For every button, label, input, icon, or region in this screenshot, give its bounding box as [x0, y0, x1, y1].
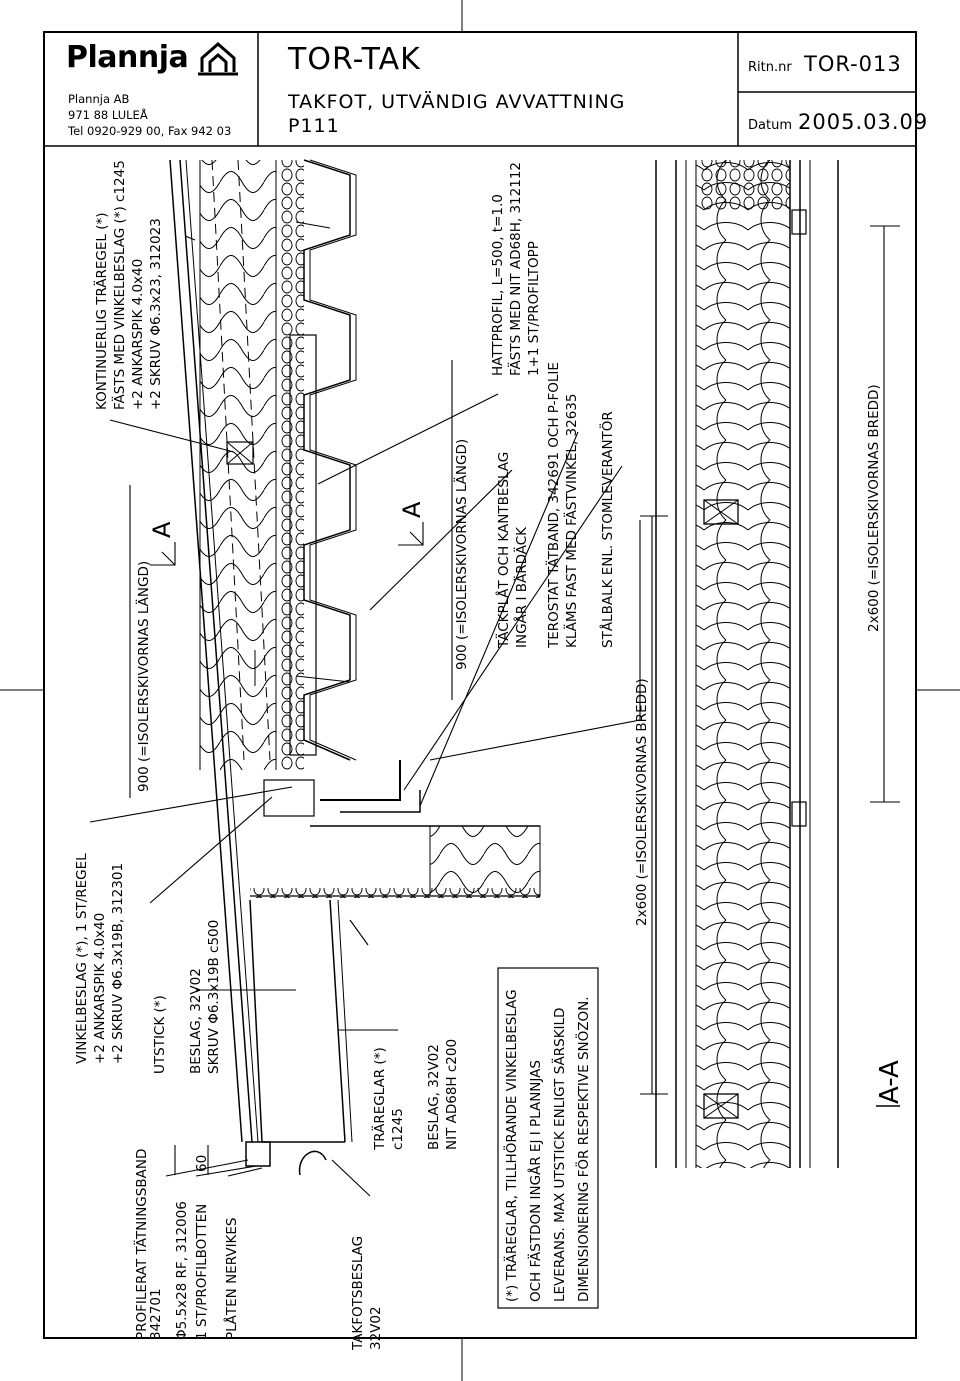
label-hattprofil-2: FÄSTS MED NIT AD68H, 312112 — [506, 162, 524, 376]
drawing-number-label: Ritn.nr — [748, 60, 792, 75]
label-kontinuerlig-2: FÄSTS MED VINKELBESLAG (*) c1245 — [110, 160, 128, 410]
drawing-frame — [43, 31, 917, 1339]
label-hattprofil-3: 1+1 ST/PROFILTOPP — [526, 241, 542, 376]
note-line-2: OCH FÄSTDON INGÅR EJ I PLANNJAS — [526, 1060, 544, 1302]
leader-lines — [89, 360, 641, 1197]
drawing-subtitle-2: P111 — [288, 115, 340, 137]
label-trareglar-1: TRÄREGLAR (*) — [370, 1047, 388, 1151]
company-phone: Tel 0920-929 00, Fax 942 03 — [68, 124, 232, 138]
note-line-4: DIMENSIONERING FÖR RESPEKTIVE SNÖZON. — [574, 996, 592, 1302]
label-tackplat-2: INGÅR I BÄRDÄCK — [512, 526, 530, 648]
label-skruv55-1: Φ5.5x28 RF, 312006 — [174, 1201, 190, 1340]
label-utstick: UTSTICK (*) — [152, 995, 168, 1074]
drawing-title: TOR-TAK — [288, 42, 421, 77]
label-kontinuerlig-1: KONTINUERLIG TRÄREGEL (*) — [92, 212, 110, 410]
label-section-a-mid: A — [398, 501, 426, 518]
label-terostat-1: TEROSTAT TÄTBAND, 342691 OCH P-FOLIE — [544, 362, 562, 649]
label-beslag-3: BESLAG, 32V02 — [426, 1044, 442, 1150]
label-hattprofil-1: HATTPROFIL, L=500, t=1.0 — [490, 194, 506, 376]
label-section-a-top: A — [148, 521, 176, 538]
label-takfot-1: TAKFOTSBESLAG — [350, 1236, 366, 1351]
label-dim-60: 60 — [194, 1155, 210, 1172]
label-beslag-2: SKRUV Φ6.3x19B c500 — [206, 920, 222, 1074]
label-beslag-1: BESLAG, 32V02 — [188, 968, 204, 1074]
eaves-detail — [169, 159, 541, 1176]
label-dim-2x600-b: 2x600 (=ISOLERSKIVORNAS BREDD) — [866, 384, 882, 632]
label-trareglar-2: c1245 — [390, 1108, 406, 1150]
company-name: Plannja AB — [68, 92, 130, 106]
label-vinkel-2: +2 ANKARSPIK 4.0x40 — [92, 913, 108, 1064]
annotation-text: PROFILERAT TÄTNINGSBAND 342701 Φ5.5x28 R… — [74, 160, 905, 1351]
note-line-1: (*) TRÄREGLAR, TILLHÖRANDE VINKELBESLAG — [502, 989, 520, 1302]
company-address: 971 88 LULEÅ — [68, 108, 148, 122]
label-vinkel-1: VINKELBESLAG (*), 1 ST/REGEL — [74, 853, 90, 1064]
label-terostat-2: KLÄMS FAST MED FÄSTVINKEL, 32635 — [562, 394, 580, 648]
title-block — [44, 32, 916, 147]
note-box — [497, 967, 599, 1309]
label-platen: PLÅTEN NERVIKES — [223, 1217, 240, 1340]
drawing-date: 2005.03.09 — [798, 110, 929, 134]
label-kontinuerlig-4: +2 SKRUV Φ6.3x23, 312023 — [148, 218, 164, 410]
label-section-aa: A-A — [875, 1060, 905, 1104]
label-dim-900-b: 900 (=ISOLERSKIVORNAS LÄNGD) — [452, 439, 470, 670]
drawing-number: TOR-013 — [804, 52, 902, 76]
label-profilerat-2: 342701 — [148, 1288, 164, 1340]
label-tackplat-1: TÄCKPLÅT OCH KANTBESLAG — [494, 452, 512, 649]
date-label: Datum — [748, 118, 792, 133]
label-dim-900-a: 900 (=ISOLERSKIVORNAS LÄNGD) — [134, 561, 152, 792]
plannja-logo-icon — [198, 42, 238, 76]
label-vinkel-3: +2 SKRUV Φ6.3x19B, 312301 — [110, 863, 126, 1064]
label-stalbalk: STÅLBALK ENL. STOMLEVERANTÖR — [598, 411, 616, 648]
section-a-a — [640, 160, 900, 1168]
label-takfot-2: 32V02 — [368, 1306, 384, 1350]
label-kontinuerlig-3: +2 ANKARSPIK 4.0x40 — [130, 259, 146, 410]
label-profilerat-1: PROFILERAT TÄTNINGSBAND — [132, 1149, 150, 1340]
company-logo-text: Plannja — [66, 40, 189, 75]
drawing-subtitle-1: TAKFOT, UTVÄNDIG AVVATTNING — [288, 91, 626, 113]
label-skruv55-2: 1 ST/PROFILBOTTEN — [194, 1204, 210, 1340]
label-dim-2x600-a: 2x600 (=ISOLERSKIVORNAS BREDD) — [634, 678, 650, 926]
note-line-3: LEVERANS. MAX UTSTICK ENLIGT SÄRSKILD — [550, 1008, 568, 1302]
label-beslag-4: NIT AD68H c200 — [444, 1039, 460, 1150]
